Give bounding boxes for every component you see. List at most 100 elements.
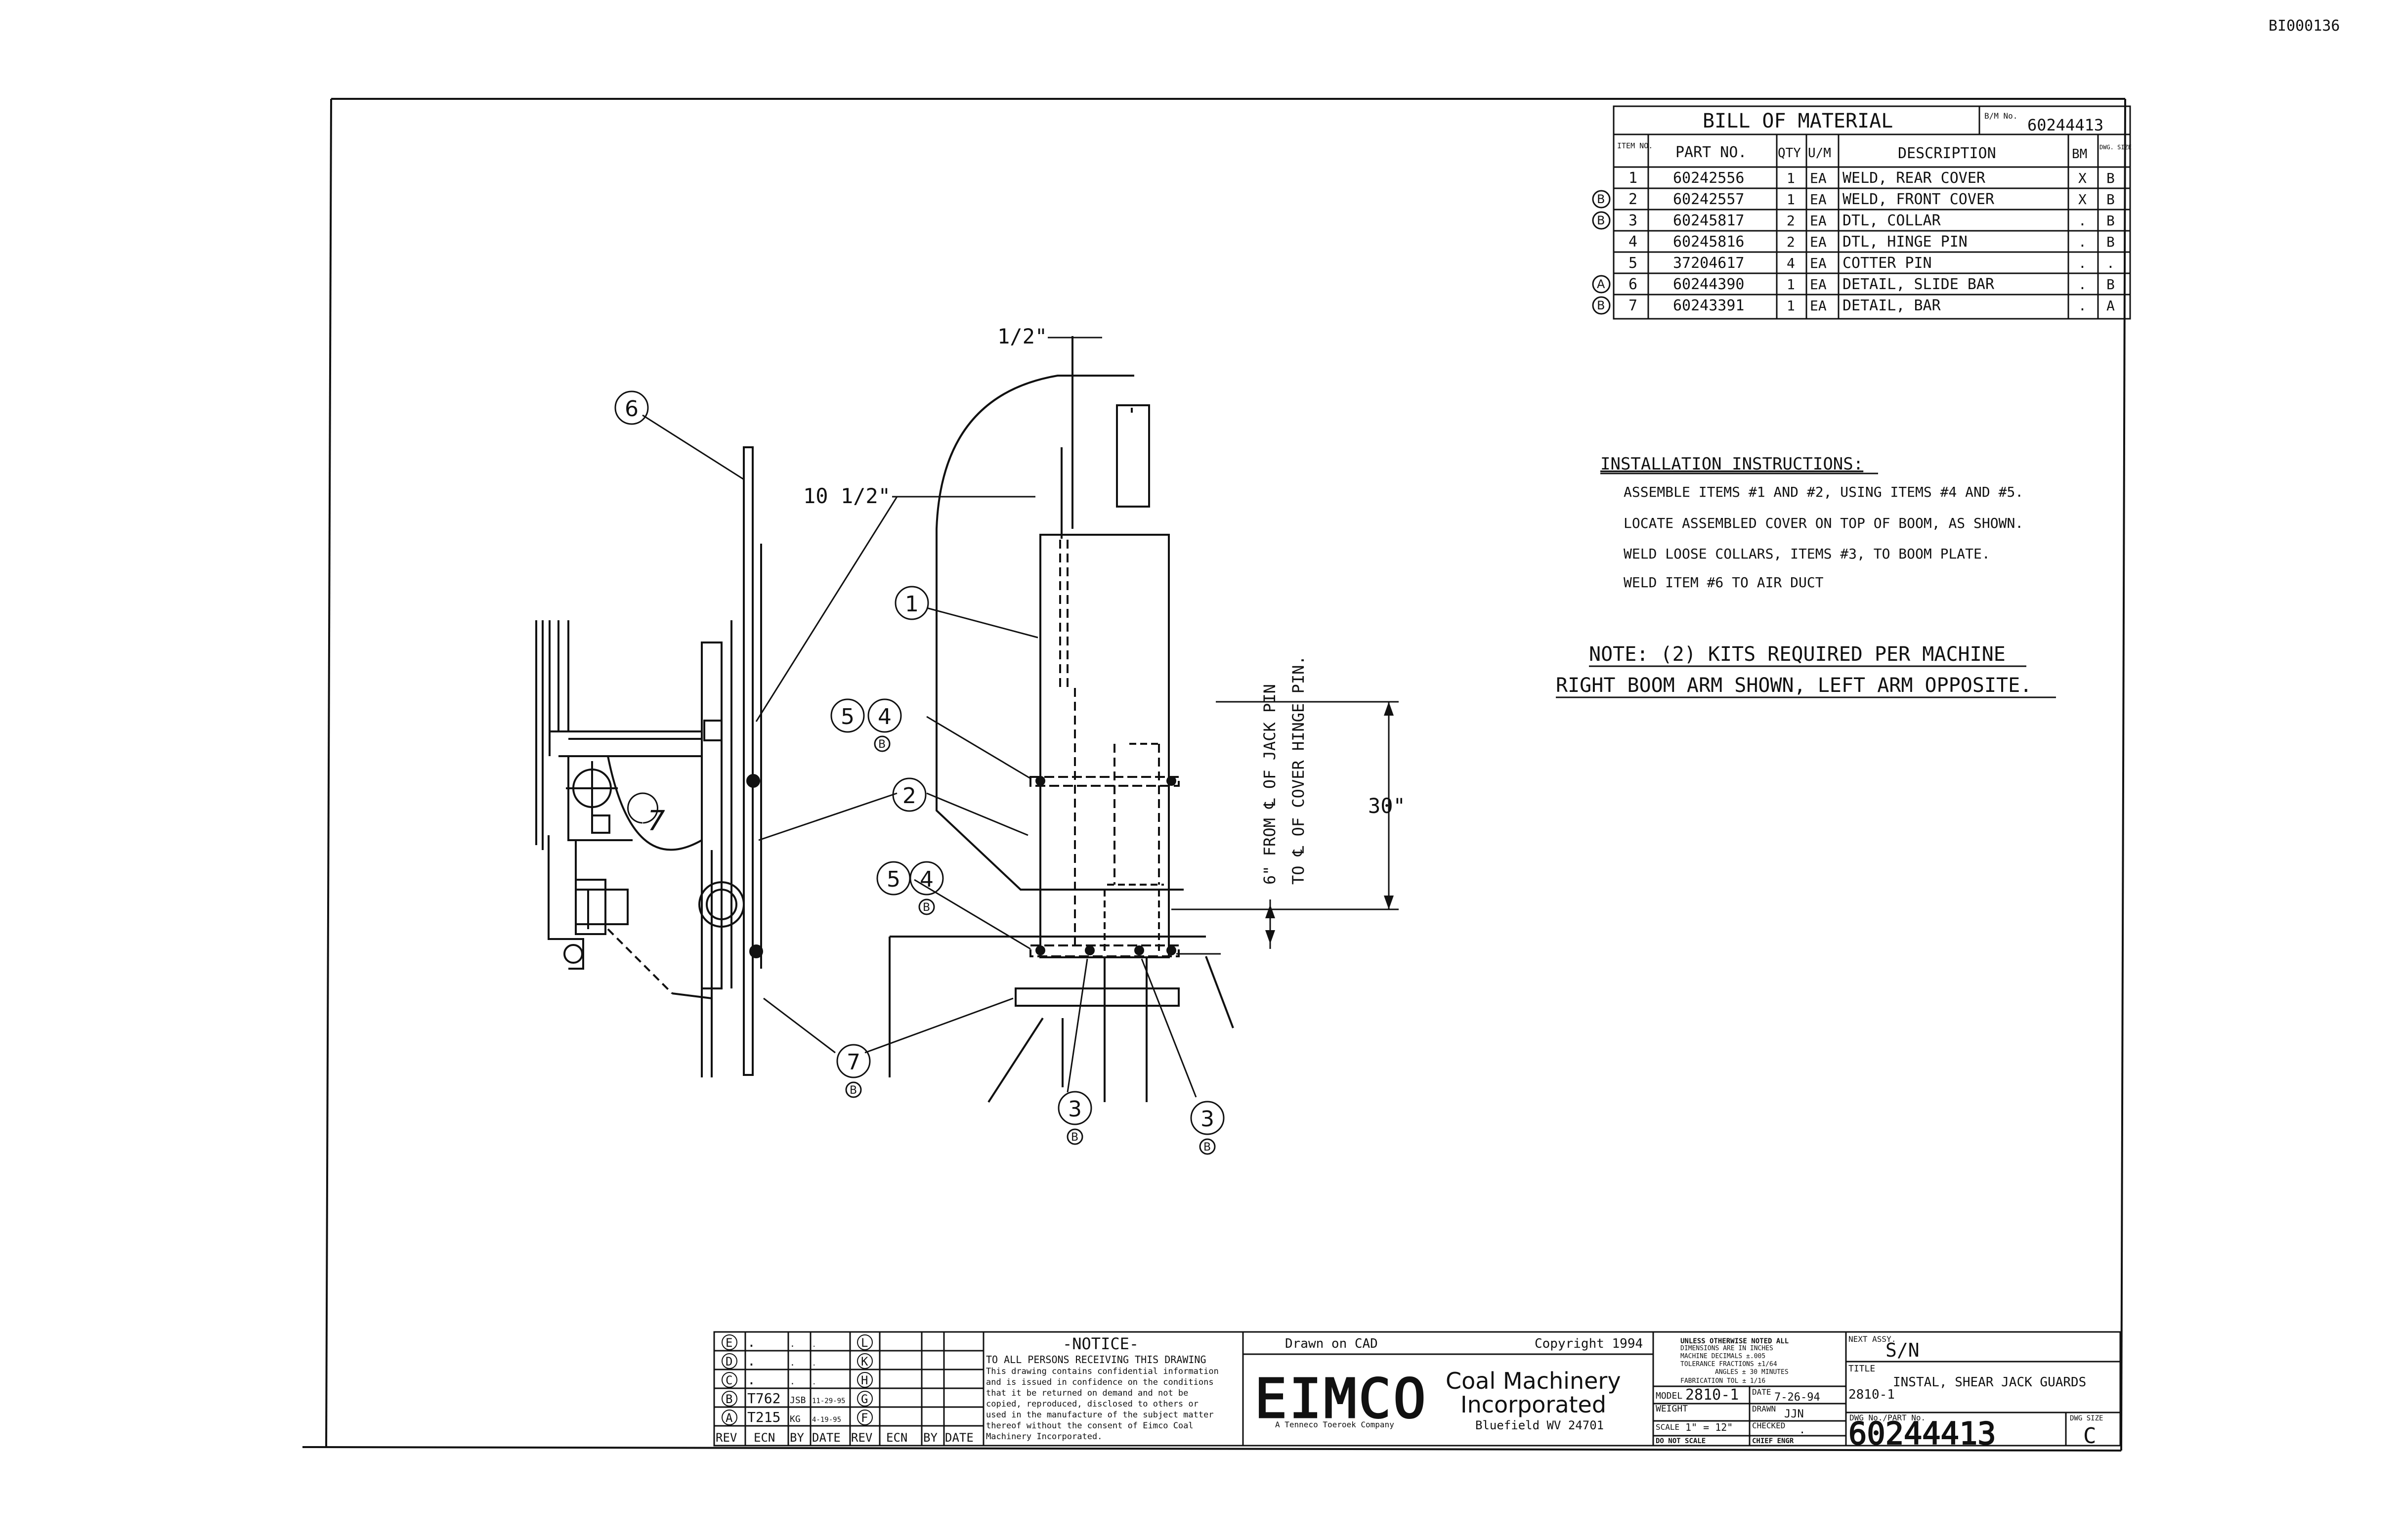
tolerance-line-5: ANGLES ± 30 MINUTES bbox=[1715, 1369, 1789, 1376]
dwg-no-label: DWG No./PART No. bbox=[1849, 1413, 1926, 1422]
bom-cell-bm: . bbox=[2078, 298, 2087, 314]
dim-vertical-note-2: TO ℄ OF COVER HINGE PIN. bbox=[1289, 655, 1308, 885]
rev-header-ecn-2: ECN bbox=[886, 1431, 907, 1445]
bom-header-size: DWG. SIZE bbox=[2099, 144, 2132, 151]
rev-letter-circle-right bbox=[857, 1410, 873, 1425]
rev-letter-circle bbox=[722, 1372, 737, 1388]
rev-cell-ecn: . bbox=[747, 1371, 756, 1388]
bom-cell-size: B bbox=[2106, 191, 2115, 208]
bom-cell-qty: 2 bbox=[1787, 213, 1795, 229]
rev-cell-date: . bbox=[812, 1341, 816, 1349]
bom-cell-item: 6 bbox=[1628, 276, 1637, 293]
rev-header-by-1: BY bbox=[790, 1431, 804, 1445]
bom-cell-desc: DTL, HINGE PIN bbox=[1842, 233, 1968, 251]
checked-label: CHECKED bbox=[1752, 1421, 1785, 1430]
bom-cell-item: 3 bbox=[1628, 212, 1637, 229]
notice-line-3: and is issued in confidence on the condi… bbox=[986, 1377, 1214, 1387]
chief-engr-label: CHIEF ENGR bbox=[1752, 1437, 1794, 1445]
company-name-1: Coal Machinery bbox=[1446, 1368, 1621, 1394]
dim-half-inch: 1/2" bbox=[997, 324, 1047, 348]
rev-letter-circle-right bbox=[857, 1353, 873, 1369]
dim-vertical-note-1: 6" FROM ℄ OF JACK PIN bbox=[1260, 684, 1279, 885]
bom-rev-marker bbox=[1592, 275, 1611, 294]
bom-cell-desc: DETAIL, BAR bbox=[1842, 297, 1941, 314]
rev-cell-by: . bbox=[790, 1339, 795, 1349]
bom-cell-item: 2 bbox=[1628, 191, 1637, 208]
company-block: Drawn on CAD Copyright 1994 EIMCO Coal M… bbox=[1242, 1331, 1654, 1447]
tolerance-line-4: TOLERANCE FRACTIONS ±1/64 bbox=[1680, 1361, 1777, 1368]
instruction-line-1: ASSEMBLE ITEMS #1 AND #2, USING ITEMS #4… bbox=[1624, 484, 2023, 500]
bom-cell-item: 7 bbox=[1628, 297, 1637, 314]
bom-header-qty: QTY bbox=[1778, 146, 1801, 161]
rev-letter-circle-right bbox=[857, 1391, 873, 1407]
bom-cell-item: 4 bbox=[1628, 233, 1637, 251]
bom-header-bm: BM bbox=[2072, 147, 2087, 162]
rev-cell-by: KG bbox=[790, 1414, 801, 1424]
dwg-size-label: DWG SIZE bbox=[2070, 1414, 2103, 1422]
scale-value: 1" = 12" bbox=[1685, 1421, 1733, 1433]
notice-line-7: thereof without the consent of Eimco Coa… bbox=[986, 1421, 1194, 1431]
balloon-7: 7 bbox=[847, 1050, 860, 1075]
balloon-3-right: 3 bbox=[1200, 1107, 1214, 1132]
bom-cell-um: EA bbox=[1810, 234, 1827, 250]
tolerance-line-3: MACHINE DECIMALS ±.005 bbox=[1680, 1353, 1765, 1360]
tolerance-line-2: DIMENSIONS ARE IN INCHES bbox=[1680, 1345, 1773, 1352]
rev-cell-ecn: . bbox=[747, 1353, 756, 1369]
rev-cell-right-rev: G bbox=[861, 1392, 868, 1406]
rev-cell-by: JSB bbox=[790, 1395, 806, 1406]
bom-cell-qty: 1 bbox=[1787, 191, 1795, 208]
bom-cell-part: 60242557 bbox=[1673, 191, 1745, 208]
rev-cell-rev: C bbox=[726, 1373, 732, 1387]
bom-header-um: U/M bbox=[1808, 146, 1831, 161]
bom-cell-bm: X bbox=[2078, 191, 2087, 208]
bom-header-item: ITEM NO. bbox=[1617, 141, 1653, 150]
date-label: DATE bbox=[1752, 1387, 1771, 1397]
balloon-3-left-rev: B bbox=[1071, 1131, 1078, 1144]
bom-cell-part: 60244390 bbox=[1673, 276, 1745, 293]
bom-cell-um: EA bbox=[1810, 298, 1827, 314]
bom-number: 60244413 bbox=[2027, 116, 2103, 134]
bom-cell-um: EA bbox=[1810, 191, 1827, 208]
rev-cell-right-rev: F bbox=[861, 1411, 868, 1425]
rev-letter-circle-right bbox=[857, 1372, 873, 1388]
bom-cell-um: EA bbox=[1810, 255, 1827, 271]
bom-cell-bm: X bbox=[2078, 170, 2087, 186]
bom-rev-marker bbox=[1592, 211, 1611, 230]
notice-line-8: Machinery Incorporated. bbox=[986, 1432, 1102, 1442]
drawn-on-cad: Drawn on CAD bbox=[1285, 1336, 1378, 1351]
bom-title: BILL OF MATERIAL bbox=[1703, 110, 1893, 132]
bom-rev-marker-label: B bbox=[1597, 299, 1605, 312]
eimco-logo: EIMCO bbox=[1254, 1367, 1428, 1430]
rev-letter-circle bbox=[722, 1391, 737, 1407]
rev-letter-circle bbox=[722, 1353, 737, 1369]
rev-letter-circle bbox=[722, 1410, 737, 1425]
balloon-4-upper: 4 bbox=[878, 704, 892, 729]
rev-letter-circle bbox=[722, 1334, 737, 1350]
bom-rev-marker bbox=[1592, 296, 1611, 315]
bom-cell-bm: . bbox=[2078, 234, 2087, 250]
title-line-1: INSTAL, SHEAR JACK GUARDS bbox=[1893, 1375, 2086, 1390]
bill-of-material: BILL OF MATERIAL B/M No. 60244413 ITEM N… bbox=[1592, 105, 2132, 320]
bom-cell-um: EA bbox=[1810, 213, 1827, 229]
rev-cell-rev: E bbox=[726, 1336, 732, 1350]
notice-line-2: This drawing contains confidential infor… bbox=[986, 1367, 1219, 1376]
company-name-2: Incorporated bbox=[1460, 1391, 1606, 1418]
notice-line-5: copied, reproduced, disclosed to others … bbox=[986, 1399, 1199, 1409]
scale-label: SCALE bbox=[1656, 1422, 1679, 1432]
copyright: Copyright 1994 bbox=[1535, 1336, 1643, 1351]
confidentiality-notice: -NOTICE- TO ALL PERSONS RECEIVING THIS D… bbox=[983, 1331, 1244, 1447]
bom-cell-qty: 1 bbox=[1787, 276, 1795, 293]
bom-cell-um: EA bbox=[1810, 276, 1827, 293]
bom-cell-item: 5 bbox=[1628, 255, 1637, 272]
bom-cell-bm: . bbox=[2078, 255, 2087, 271]
note-line-1: NOTE: (2) KITS REQUIRED PER MACHINE bbox=[1589, 643, 2006, 666]
dim-thirty: 30" bbox=[1368, 794, 1406, 818]
bom-cell-desc: DTL, COLLAR bbox=[1842, 212, 1941, 229]
rev-header-by-2: BY bbox=[923, 1431, 938, 1445]
balloon-7-rev: B bbox=[850, 1084, 857, 1097]
rev-cell-right-rev: H bbox=[861, 1373, 868, 1387]
bom-cell-qty: 1 bbox=[1787, 170, 1795, 186]
bom-cell-part: 37204617 bbox=[1673, 255, 1745, 272]
balloon-5-lower: 5 bbox=[887, 867, 900, 892]
